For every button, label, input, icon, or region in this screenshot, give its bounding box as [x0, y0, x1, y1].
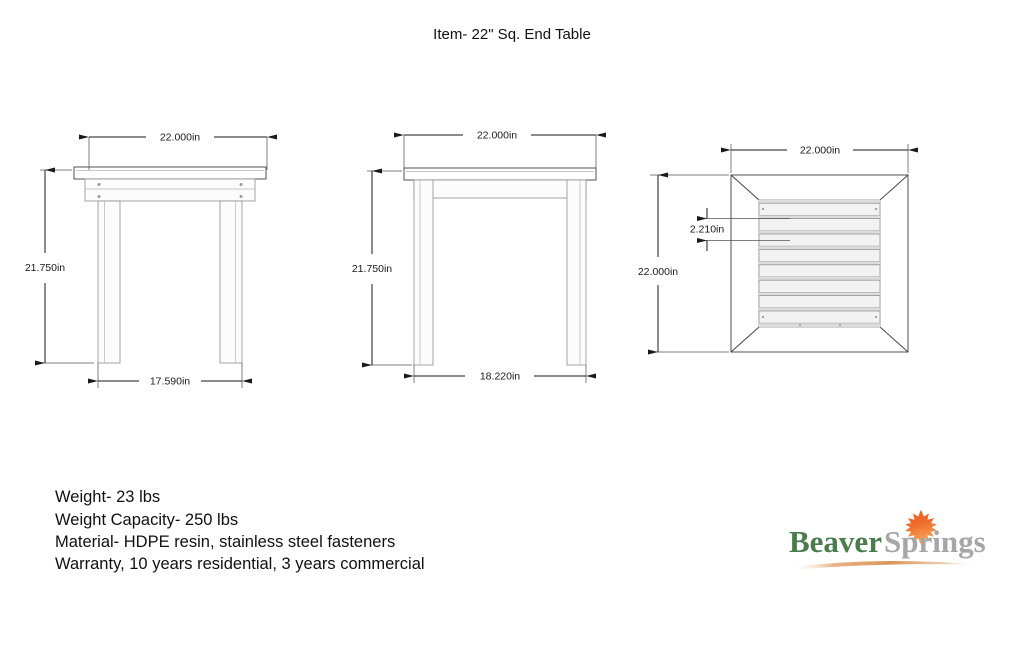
side-apron	[413, 179, 587, 199]
spec-line-warranty: Warranty, 10 years residential, 3 years …	[55, 555, 425, 573]
spec-line-weight: Weight- 23 lbs	[55, 488, 160, 506]
dim-top-width-label: 22.000in	[800, 145, 840, 157]
dim-top-width: 22.000in	[720, 144, 919, 173]
dim-front-width: 22.000in	[78, 132, 278, 170]
top-slats	[758, 200, 881, 327]
dim-top-depth: 22.000in	[638, 172, 729, 355]
dim-side-height: 21.750in	[352, 168, 412, 368]
dim-top-depth-label: 22.000in	[638, 266, 678, 278]
dim-front-height-label: 21.750in	[25, 262, 65, 274]
dim-side-leg-spread: 18.220in	[403, 365, 597, 383]
dim-side-height-label: 21.750in	[352, 263, 392, 275]
logo-word-secondary: Springs	[884, 524, 986, 559]
side-leg-left	[413, 179, 434, 366]
page-title: Item- 22" Sq. End Table	[433, 26, 591, 43]
front-leg-left	[97, 200, 121, 364]
dim-slat-pitch: 2.210in	[690, 208, 790, 251]
dim-front-leg-spread-label: 17.590in	[150, 376, 190, 388]
logo-word-primary: Beaver	[789, 524, 882, 559]
top-miter-corners	[730, 174, 909, 353]
maple-leaf-icon	[905, 509, 937, 546]
side-leg-right	[566, 179, 587, 366]
view-side-elevation: 22.000in 21.750in 18.220in	[352, 130, 607, 383]
spec-line-capacity: Weight Capacity- 250 lbs	[55, 511, 238, 529]
logo-swoosh	[790, 560, 982, 570]
dim-side-width-label: 22.000in	[477, 130, 517, 142]
spec-block: Weight- 23 lbs Weight Capacity- 250 lbs …	[55, 488, 425, 573]
dim-front-leg-spread: 17.590in	[87, 363, 253, 388]
top-slat-fasteners	[761, 207, 878, 326]
dim-side-width: 22.000in	[393, 130, 607, 170]
side-table-top	[403, 167, 597, 181]
dim-front-width-label: 22.000in	[160, 132, 200, 144]
front-leg-right	[219, 200, 243, 364]
dim-side-leg-spread-label: 18.220in	[480, 371, 520, 383]
view-top-plan: 22.000in 22.000in 2.210in	[638, 144, 919, 355]
dim-slat-pitch-label: 2.210in	[690, 224, 725, 236]
view-front-elevation: 22.000in 21.750in 17.590in	[25, 132, 278, 388]
spec-line-material: Material- HDPE resin, stainless steel fa…	[55, 533, 395, 551]
front-apron	[84, 178, 256, 202]
front-table-top	[73, 166, 267, 180]
brand-logo: Beaver Springs	[789, 509, 986, 570]
front-apron-fasteners	[97, 183, 243, 198]
dim-front-height: 21.750in	[25, 167, 94, 366]
